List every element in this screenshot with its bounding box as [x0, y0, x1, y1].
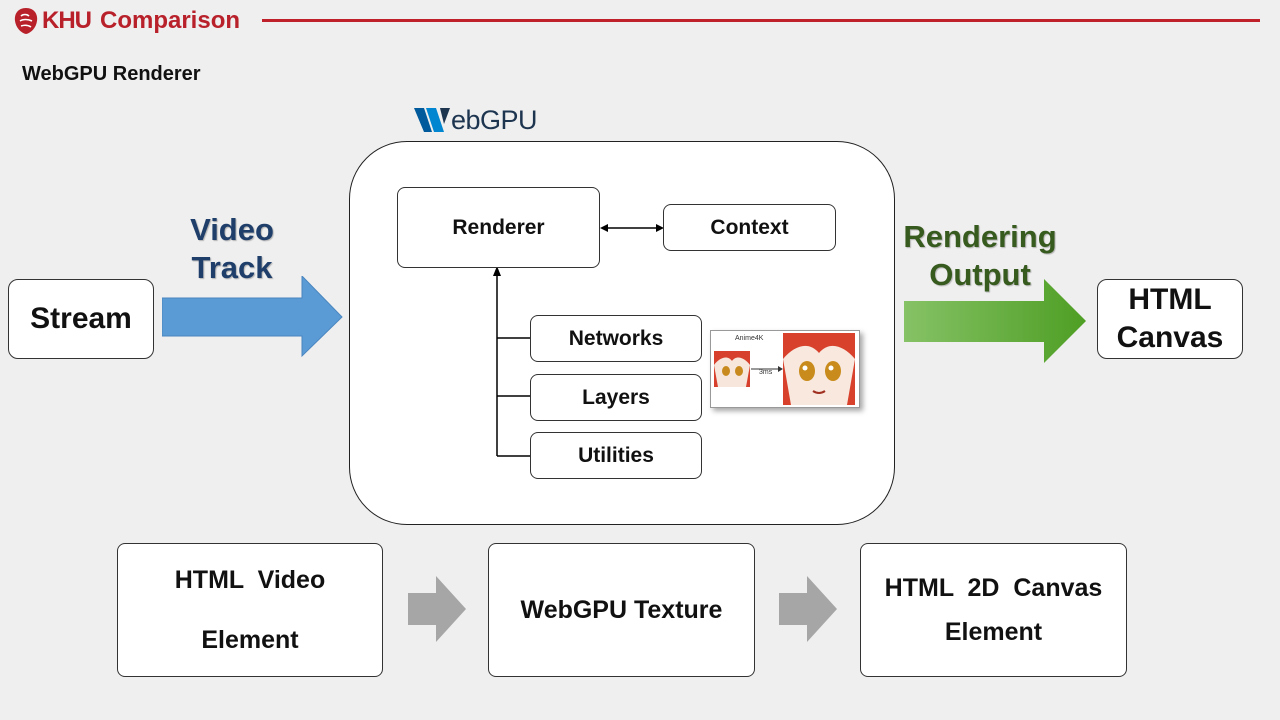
networks-box: Networks: [530, 315, 702, 362]
html-2d-canvas-line1: HTML 2D Canvas: [884, 574, 1103, 602]
stream-label: Stream: [30, 302, 132, 335]
layers-label: Layers: [582, 385, 650, 409]
webgpu-w-icon: [414, 108, 450, 132]
layers-box: Layers: [530, 374, 702, 421]
anime-small-face-icon: [714, 351, 750, 387]
video-track-line1: Video: [190, 212, 274, 247]
html-video-line1: HTML Video: [174, 566, 326, 594]
anime4k-time: 3ms: [759, 369, 773, 376]
html-video-element-box: HTML Video Element: [117, 543, 383, 677]
gray-arrow-2: [779, 576, 837, 642]
rendering-output-line1: Rendering: [903, 219, 1057, 254]
khu-lion-logo-icon: [14, 8, 38, 34]
upscale-arrow-icon: [751, 366, 783, 372]
html-canvas-box: HTML Canvas: [1097, 279, 1243, 359]
utilities-label: Utilities: [578, 443, 654, 467]
anime4k-title: Anime4K: [735, 335, 764, 342]
header-title: Comparison: [100, 7, 241, 34]
rendering-output-label: Rendering Output: [896, 218, 1064, 294]
webgpu-logo-text: ebGPU: [451, 105, 538, 135]
context-box: Context: [663, 204, 836, 251]
webgpu-texture-box: WebGPU Texture: [488, 543, 755, 677]
anime-large-face-icon: [783, 333, 855, 405]
networks-label: Networks: [568, 326, 664, 350]
panel-connectors: [493, 224, 664, 457]
renderer-label: Renderer: [452, 215, 545, 239]
header-brand: KHU: [42, 7, 92, 34]
html-2d-canvas-line2: Element: [944, 618, 1043, 646]
rendering-output-arrow: [904, 279, 1086, 363]
gray-arrow-1: [408, 576, 466, 642]
webgpu-logo: ebGPU: [414, 104, 538, 136]
html-canvas-line1: HTML: [1128, 283, 1212, 316]
video-track-arrow: [162, 276, 343, 358]
html-video-line2: Element: [201, 626, 299, 654]
page-subtitle: WebGPU Renderer: [22, 63, 201, 85]
webgpu-texture-label: WebGPU Texture: [520, 595, 723, 624]
rendering-output-line2: Output: [929, 257, 1031, 292]
anime4k-illustration: Anime4K 3ms: [710, 330, 860, 408]
context-label: Context: [710, 215, 789, 239]
renderer-box: Renderer: [397, 187, 600, 268]
stream-box: Stream: [8, 279, 154, 359]
html-2d-canvas-element-box: HTML 2D Canvas Element: [860, 543, 1127, 677]
video-track-line2: Track: [191, 250, 273, 285]
video-track-label: Video Track: [170, 211, 294, 287]
header-rule: [262, 19, 1260, 22]
utilities-box: Utilities: [530, 432, 702, 479]
html-canvas-line2: Canvas: [1116, 321, 1224, 354]
